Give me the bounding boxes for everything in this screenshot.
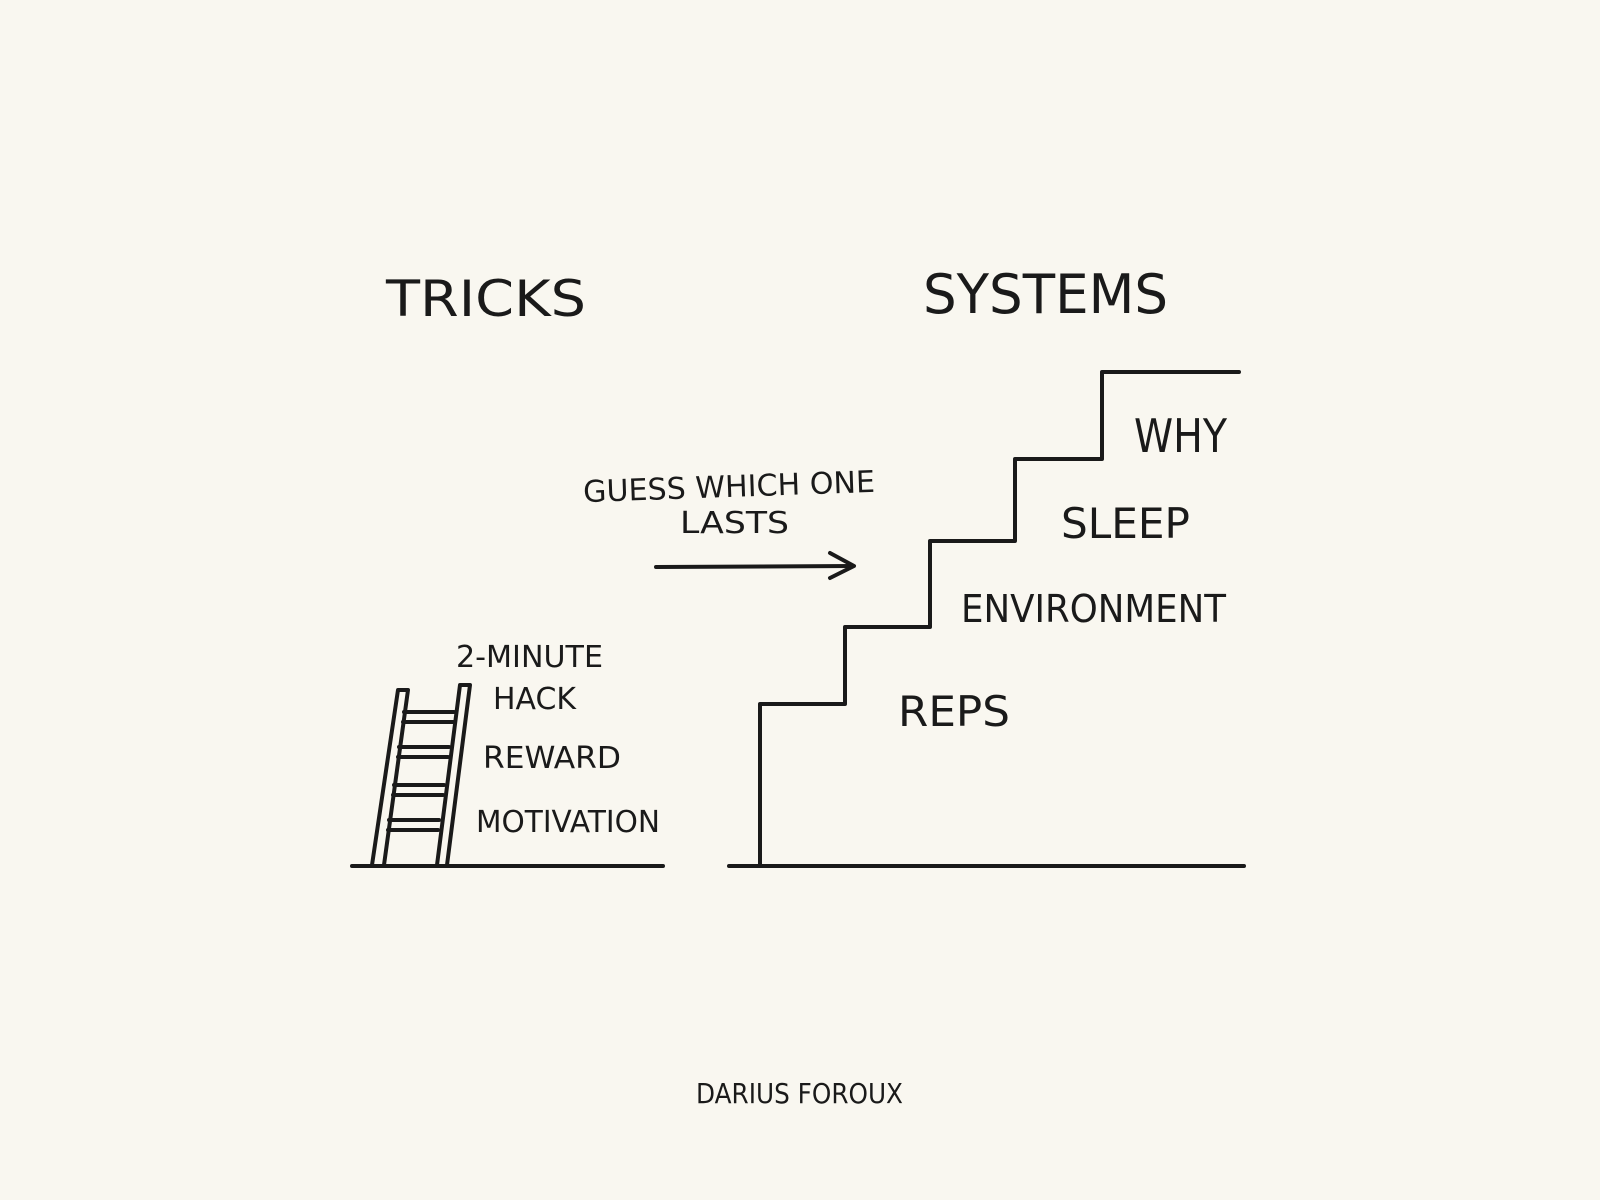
tricks-title: TRICKS <box>385 270 586 328</box>
author-signature: DARIUS FOROUX <box>696 1077 903 1110</box>
trick-label-motivation: MOTIVATION <box>476 805 660 840</box>
ladder-icon <box>370 683 472 867</box>
step-label-sleep: SLEEP <box>1061 499 1190 548</box>
arrow-right-icon <box>654 551 856 580</box>
trick-label-hack: HACK <box>493 682 577 717</box>
trick-label-2-minute: 2-MINUTE <box>456 640 603 675</box>
annotation-line-1: GUESS WHICH ONE <box>583 465 876 510</box>
step-label-environment: ENVIRONMENT <box>961 587 1227 631</box>
trick-label-reward: REWARD <box>483 741 621 776</box>
annotation-line-2: LASTS <box>680 506 789 541</box>
step-label-why: WHY <box>1134 409 1228 463</box>
step-label-reps: REPS <box>898 687 1010 736</box>
systems-title: SYSTEMS <box>923 263 1168 326</box>
staircase <box>758 370 1241 867</box>
